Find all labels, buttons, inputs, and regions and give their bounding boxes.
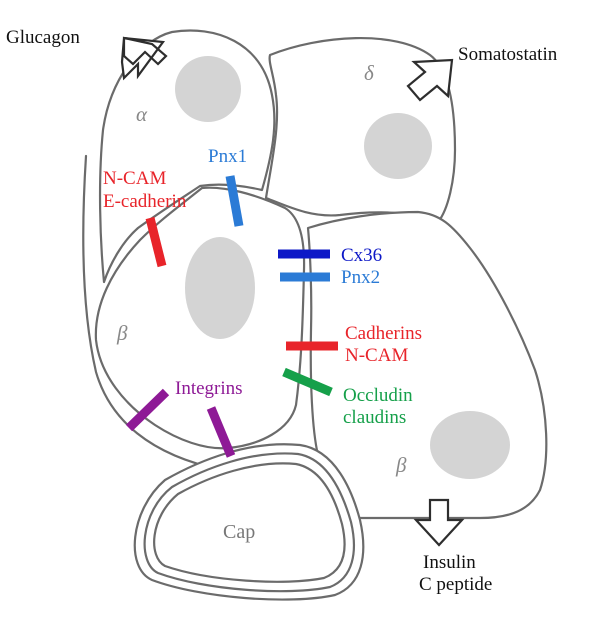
ncam-ecadherin-bar	[145, 216, 167, 268]
ncam-label-2: N-CAM	[345, 345, 408, 366]
c-peptide-label: C peptide	[419, 574, 492, 595]
alpha-nucleus	[175, 56, 241, 122]
delta-cell-label: δ	[364, 61, 375, 85]
islet-boundary-line	[82, 154, 224, 472]
insulin-arrow-icon	[413, 498, 465, 547]
capillary-outer	[133, 443, 365, 601]
cx36-label: Cx36	[341, 245, 382, 266]
cadherins-label: Cadherins	[345, 323, 422, 344]
capillary-middle	[143, 452, 355, 593]
occludin-label: Occludin	[343, 385, 413, 406]
alpha-cell-label: α	[136, 102, 148, 126]
ncam-label-1: N-CAM	[103, 168, 166, 189]
beta-left-nucleus	[185, 237, 255, 339]
glucagon-label: Glucagon	[6, 27, 80, 48]
pnx1-label: Pnx1	[208, 146, 247, 167]
beta-left-cell-label: β	[116, 321, 128, 345]
integrins-bar-left	[125, 388, 170, 432]
integrins-bar-right	[206, 406, 236, 458]
integrins-label: Integrins	[175, 378, 243, 399]
delta-nucleus	[364, 113, 432, 179]
ecadherin-label: E-cadherin	[103, 191, 187, 212]
pnx1-bar	[225, 175, 244, 227]
somatostatin-arrow-icon	[406, 58, 454, 102]
insulin-label: Insulin	[423, 552, 476, 573]
capillary-inner	[153, 462, 346, 583]
pnx2-label: Pnx2	[341, 267, 380, 288]
beta-right-nucleus	[430, 411, 510, 479]
capillary-label: Cap	[223, 521, 255, 543]
beta-right-cell-label: β	[395, 453, 407, 477]
occludin-claudins-bar	[282, 367, 333, 397]
claudins-label: claudins	[343, 407, 406, 428]
glucagon-arrow-icon	[120, 36, 168, 81]
somatostatin-label: Somatostatin	[458, 44, 558, 65]
